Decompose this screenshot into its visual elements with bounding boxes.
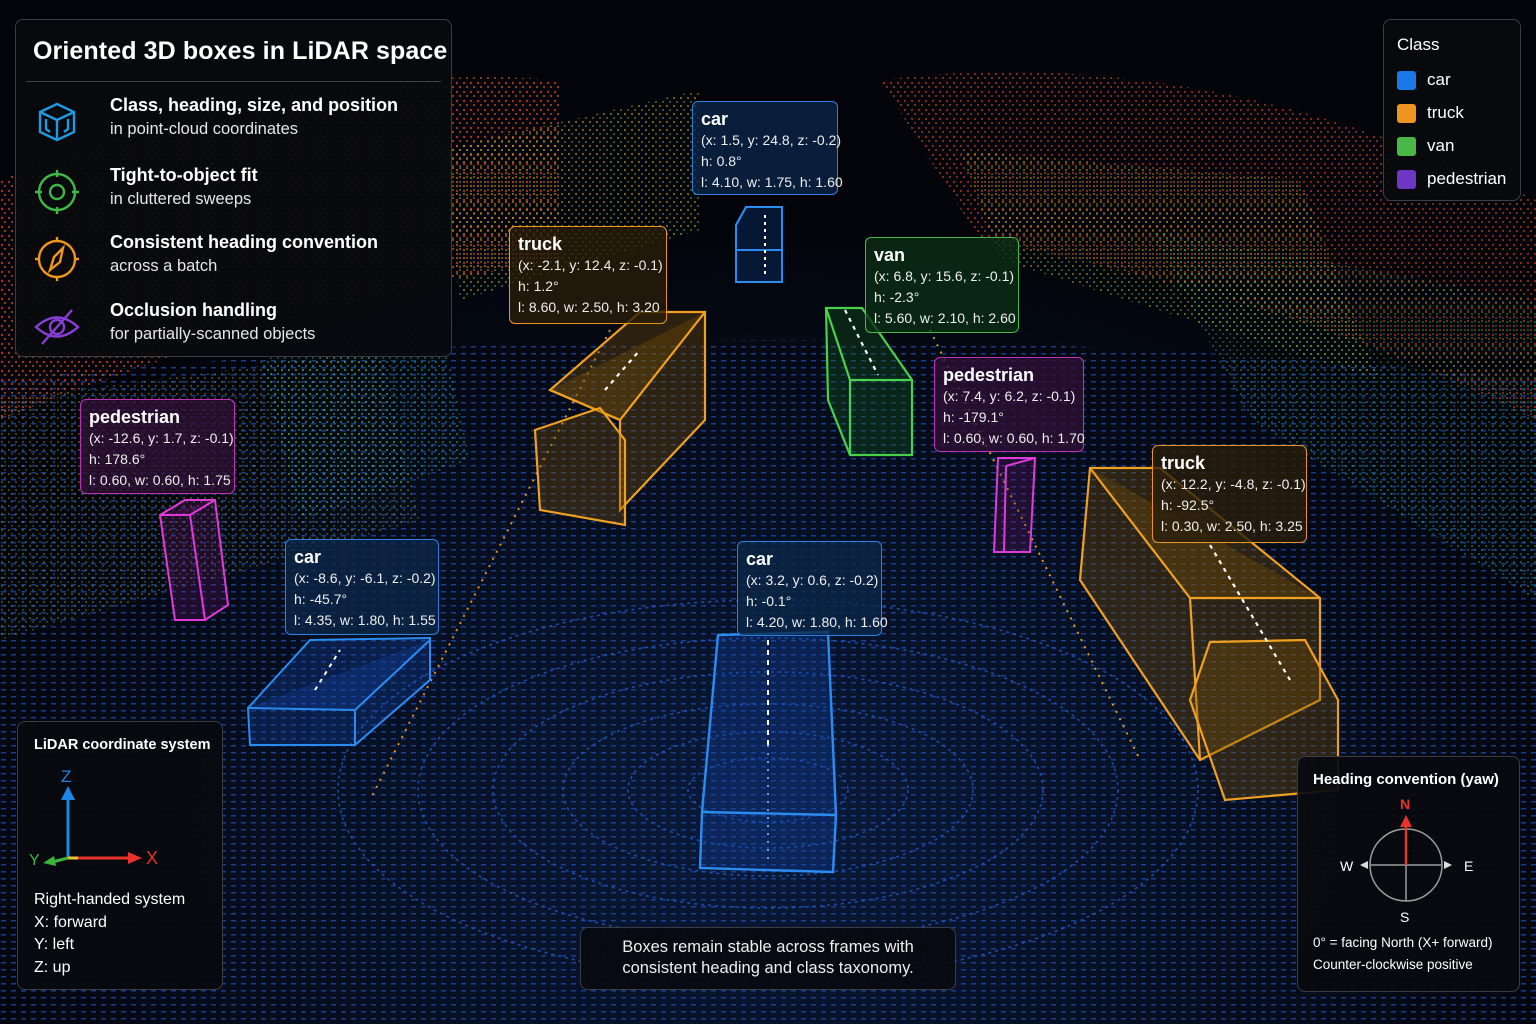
label-class: pedestrian [943, 365, 1035, 385]
feature-subtitle: in cluttered sweeps [110, 190, 252, 208]
label-position: (x: 1.5, y: 24.8, z: -0.2) [701, 132, 842, 148]
detection-label-car-far[interactable]: car (x: 1.5, y: 24.8, z: -0.2) h: 0.8° l… [692, 101, 843, 195]
label-class: pedestrian [89, 407, 181, 427]
label-heading: h: -45.7° [294, 591, 348, 607]
label-position: (x: 7.4, y: 6.2, z: -0.1) [943, 388, 1076, 404]
label-class: car [746, 549, 774, 569]
detection-label-pedestrian-left[interactable]: pedestrian (x: -12.6, y: 1.7, z: -0.1) h… [80, 399, 235, 494]
note-line-1: Boxes remain stable across frames with [622, 938, 914, 956]
detection-label-pedestrian-right[interactable]: pedestrian (x: 7.4, y: 6.2, z: -0.1) h: … [934, 357, 1085, 452]
line-y: Y: left [34, 936, 75, 953]
label-position: (x: -8.6, y: -6.1, z: -0.2) [294, 570, 436, 586]
label-position: (x: -12.6, y: 1.7, z: -0.1) [89, 430, 234, 446]
line-z: Z: up [34, 958, 71, 976]
label-position: (x: 12.2, y: -4.8, z: -0.1) [1161, 476, 1306, 492]
y-axis-label: Y [29, 852, 40, 869]
detection-label-van[interactable]: van (x: 6.8, y: 15.6, z: -0.1) h: -2.3° … [865, 237, 1019, 333]
label-size: l: 5.60, w: 2.10, h: 2.60 [874, 310, 1016, 326]
heading-zero-note: 0° = facing North (X+ forward) [1313, 935, 1493, 950]
label-class: car [701, 109, 729, 129]
label-heading: h: 1.2° [518, 278, 559, 294]
heading-convention-panel: Heading convention (yaw) N S E W 0° = fa… [1297, 756, 1520, 992]
feature-item-heading-convention: Consistent heading convention across a b… [34, 232, 444, 288]
panel-title: Heading convention (yaw) [1313, 771, 1499, 788]
stability-note: Boxes remain stable across frames with c… [580, 927, 956, 990]
class-legend: Class car truck van pedestrian [1383, 19, 1521, 201]
label-class: truck [1161, 453, 1206, 473]
label-heading: h: -0.1° [746, 593, 792, 609]
divider [26, 81, 441, 82]
label-position: (x: 6.8, y: 15.6, z: -0.1) [874, 268, 1015, 284]
feature-item-class-heading: Class, heading, size, and position in po… [34, 95, 444, 151]
heading-direction-note: Counter-clockwise positive [1313, 957, 1473, 972]
west-label: W [1340, 858, 1354, 874]
car-swatch [1397, 71, 1416, 90]
van-box [824, 306, 914, 457]
detection-label-truck-center[interactable]: truck (x: -2.1, y: 12.4, z: -0.1) h: 1.2… [509, 226, 667, 324]
eye-off-icon [34, 309, 80, 345]
legend-label: pedestrian [1427, 169, 1507, 188]
feature-title: Occlusion handling [110, 300, 278, 320]
z-axis-label: Z [61, 767, 71, 786]
detection-label-car-left[interactable]: car (x: -8.6, y: -6.1, z: -0.2) h: -45.7… [285, 539, 439, 635]
label-size: l: 4.35, w: 1.80, h: 1.55 [294, 612, 436, 628]
van-swatch [1397, 137, 1416, 156]
car-box-ego [698, 630, 838, 874]
label-heading: h: -2.3° [874, 289, 920, 305]
label-size: l: 0.60, w: 0.60, h: 1.70 [943, 430, 1085, 446]
line-x: X: forward [34, 913, 107, 931]
feature-subtitle: for partially-scanned objects [110, 325, 316, 343]
label-size: l: 4.10, w: 1.75, h: 1.60 [701, 174, 843, 190]
legend-label: van [1427, 136, 1455, 155]
coordinate-system-panel: LiDAR coordinate system Z X Y Right-hand… [17, 721, 223, 990]
axes-diagram: Z X Y [29, 767, 158, 869]
pedestrian-swatch [1397, 170, 1416, 189]
note-line-2: consistent heading and class taxonomy. [622, 959, 914, 977]
feature-title: Consistent heading convention [110, 232, 379, 252]
label-class: truck [518, 234, 563, 254]
pedestrian-box-right [992, 457, 1037, 553]
compass-icon [35, 237, 79, 281]
detection-label-car-ego[interactable]: car (x: 3.2, y: 0.6, z: -0.2) h: -0.1° l… [737, 541, 888, 636]
line-handedness: Right-handed system [34, 891, 186, 908]
north-label: N [1400, 796, 1410, 812]
compass-diagram: N S E W [1340, 796, 1473, 925]
label-size: l: 0.60, w: 0.60, h: 1.75 [89, 472, 231, 488]
label-heading: h: -92.5° [1161, 497, 1215, 513]
label-heading: h: 0.8° [701, 153, 742, 169]
car-box-left [246, 636, 431, 746]
coordinate-description: Right-handed system X: forward Y: left Z… [34, 889, 185, 979]
east-label: E [1464, 858, 1473, 874]
label-class: van [874, 245, 906, 265]
label-size: l: 4.20, w: 1.80, h: 1.60 [746, 614, 888, 630]
info-panel: Oriented 3D boxes in LiDAR space Class, … [15, 19, 452, 357]
label-position: (x: -2.1, y: 12.4, z: -0.1) [518, 257, 663, 273]
label-heading: h: 178.6° [89, 451, 146, 467]
label-size: l: 0.30, w: 2.50, h: 3.25 [1161, 518, 1303, 534]
feature-title: Class, heading, size, and position [110, 95, 399, 115]
feature-title: Tight-to-object fit [110, 165, 258, 185]
south-label: S [1400, 909, 1409, 925]
detection-label-truck-right[interactable]: truck (x: 12.2, y: -4.8, z: -0.1) h: -92… [1152, 445, 1307, 543]
feature-item-tight-fit: Tight-to-object fit in cluttered sweeps [34, 165, 444, 221]
cube-icon [38, 102, 76, 142]
target-icon [35, 170, 79, 214]
feature-subtitle: across a batch [110, 257, 218, 275]
label-size: l: 8.60, w: 2.50, h: 3.20 [518, 299, 660, 315]
label-heading: h: -179.1° [943, 409, 1004, 425]
feature-subtitle: in point-cloud coordinates [110, 120, 299, 138]
feature-item-occlusion: Occlusion handling for partially-scanned… [34, 300, 444, 356]
x-axis-label: X [146, 848, 158, 868]
panel-title: Oriented 3D boxes in LiDAR space [33, 37, 448, 65]
label-position: (x: 3.2, y: 0.6, z: -0.2) [746, 572, 879, 588]
truck-box-center [533, 310, 707, 527]
legend-title: Class [1397, 35, 1440, 54]
legend-label: truck [1427, 103, 1464, 122]
car-box-far [735, 206, 783, 283]
panel-title: LiDAR coordinate system [34, 737, 211, 753]
pedestrian-box-left [158, 499, 230, 621]
truck-swatch [1397, 104, 1416, 123]
label-class: car [294, 547, 322, 567]
legend-label: car [1427, 70, 1451, 89]
